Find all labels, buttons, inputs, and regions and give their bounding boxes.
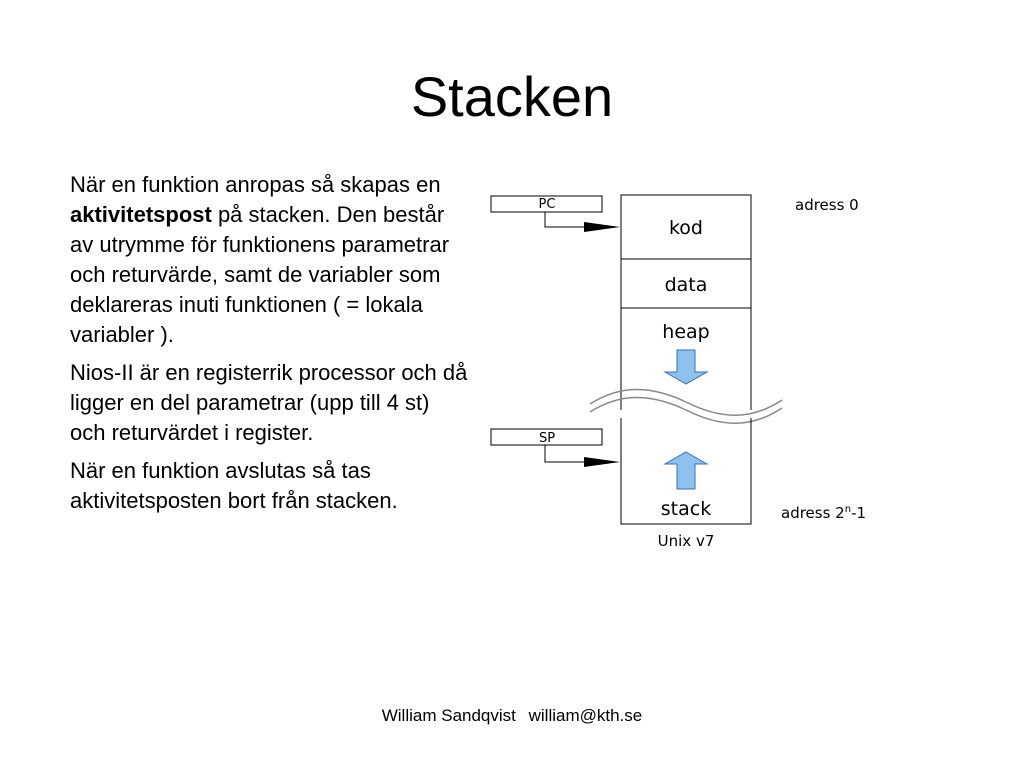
pc-register-box [490, 195, 603, 213]
sp-label: SP [539, 431, 555, 446]
memory-column-lower [620, 418, 752, 525]
paragraph-1: När en funktion anropas så skapas en akt… [70, 172, 450, 347]
pc-pointer-line [544, 212, 588, 228]
footer: William Sandqvist william@kth.se [0, 704, 1024, 728]
memory-column-upper [620, 194, 752, 410]
footer-author: William Sandqvist [381, 706, 516, 725]
segment-kod-label: kod [669, 217, 703, 239]
address-top-label: adress 0 [795, 196, 859, 214]
diagram-caption: Unix v7 [658, 532, 715, 550]
paragraph-2: Nios-II är en registerrik processor och … [70, 360, 468, 445]
segment-heap-label: heap [662, 321, 709, 343]
address-bottom-label: adress 2n-1 [781, 504, 866, 522]
sp-register-box [490, 428, 603, 446]
pc-arrowhead [584, 222, 620, 232]
segment-stack-label: stack [661, 498, 711, 520]
heap-growth-arrow [663, 349, 709, 385]
stack-growth-arrow [663, 451, 709, 490]
footer-email: william@kth.se [528, 706, 643, 725]
body-text: När en funktion anropas så skapas en akt… [70, 170, 470, 524]
sp-pointer-line [544, 445, 588, 463]
paragraph-3: När en funktion avslutas så tas aktivite… [70, 458, 398, 513]
break-wave-bottom [589, 396, 783, 424]
sp-arrowhead [584, 457, 620, 467]
break-wave-top [589, 388, 783, 416]
segment-data-label: data [665, 274, 708, 296]
address-exponent: n [845, 504, 851, 515]
bold-term: aktivitetspost [70, 202, 212, 227]
slide-title: Stacken [410, 65, 614, 128]
pc-label: PC [539, 197, 556, 212]
